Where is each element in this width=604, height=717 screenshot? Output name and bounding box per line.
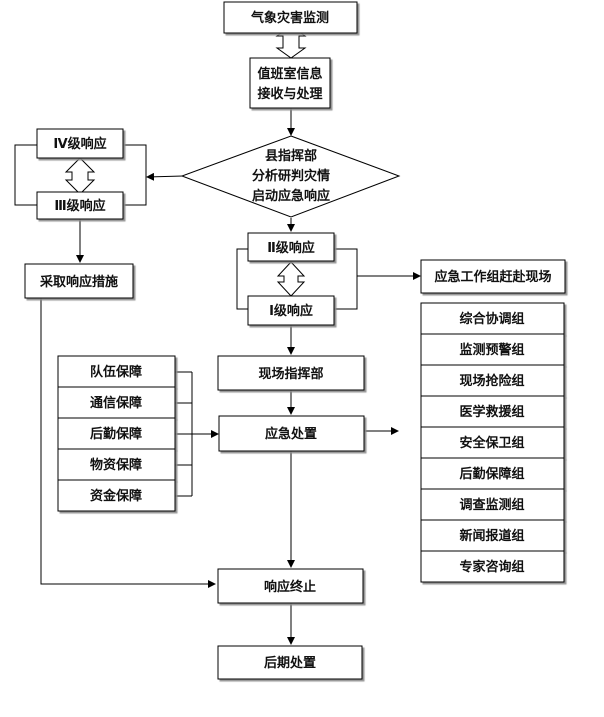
node-aftermath: 后期处置 [217,645,363,680]
node-level2: Ⅱ级响应 [247,232,335,262]
support-item-label: 物资保障 [90,457,142,473]
group-item-label: 后勤保障组 [459,466,524,482]
node-take-measures-label: 采取响应措施 [39,274,118,290]
group-item: 医学救援组 [420,395,565,428]
node-emergency-handling: 应急处置 [218,415,365,452]
node-county-hq-line3: 启动应急响应 [252,188,330,204]
node-work-team-label: 应急工作组赶赴现场 [434,269,551,285]
node-duty-office: 值班室信息 接收与处理 [249,57,331,109]
group-item-label: 新闻报道组 [459,528,524,544]
group-item: 专家咨询组 [420,550,565,583]
bracket-level21-right [334,248,358,310]
node-county-hq-line1: 县指挥部 [265,148,317,164]
node-level4-label: Ⅳ级响应 [53,136,106,152]
node-county-hq-line2: 分析研判灾情 [252,168,330,184]
node-level3-label: Ⅲ级响应 [54,198,105,214]
bracket-level43-left [14,144,37,206]
node-duty-office-line1: 值班室信息 [257,66,322,82]
support-item-label: 队伍保障 [90,364,142,380]
node-work-team: 应急工作组赶赴现场 [420,259,566,294]
support-bracket [175,371,193,497]
group-item: 新闻报道组 [420,519,565,552]
support-item-label: 资金保障 [90,488,142,504]
group-item-label: 调查监测组 [459,497,524,513]
support-item: 物资保障 [57,448,176,481]
group-item: 综合协调组 [420,302,565,335]
support-item: 后勤保障 [57,417,176,450]
node-level2-label: Ⅱ级响应 [267,240,315,256]
node-field-hq: 现场指挥部 [217,355,365,391]
double-arrow-level43 [64,157,96,195]
node-response-end: 响应终止 [217,568,364,604]
node-take-measures: 采取响应措施 [24,263,134,299]
node-duty-office-line2: 接收与处理 [257,86,322,102]
arrow-diamond-to-level43 [146,172,184,181]
node-emergency-handling-label: 应急处置 [265,426,317,442]
support-item: 资金保障 [57,479,176,512]
node-weather-monitor-label: 气象灾害监测 [251,10,329,26]
connectors [14,25,421,645]
node-level1: Ⅰ级响应 [247,295,335,326]
group-item-label: 综合协调组 [459,311,524,327]
node-county-hq-decision: 县指挥部 分析研判灾情 启动应急响应 [180,135,401,218]
group-item-label: 监测预警组 [459,342,524,358]
node-level1-label: Ⅰ级响应 [269,303,313,319]
node-level4: Ⅳ级响应 [36,128,124,159]
group-item-label: 专家咨询组 [459,559,524,575]
group-item-label: 医学救援组 [459,404,524,420]
support-item: 通信保障 [57,386,176,419]
group-item: 调查监测组 [420,488,565,521]
double-arrow-level21 [276,261,306,297]
group-item: 后勤保障组 [420,457,565,490]
node-field-hq-label: 现场指挥部 [258,366,323,382]
group-item: 监测预警组 [420,333,565,366]
group-item: 安全保卫组 [420,426,565,459]
support-item-label: 后勤保障 [90,426,142,442]
group-item-label: 安全保卫组 [459,435,524,451]
group-item: 现场抢险组 [420,364,565,397]
bracket-level43-right [124,144,147,206]
support-item: 队伍保障 [57,355,176,388]
node-weather-monitor: 气象灾害监测 [223,1,358,34]
bracket-level21-left [236,248,248,310]
arrow-measures-to-end [40,298,216,588]
group-list: 综合协调组 监测预警组 现场抢险组 医学救援组 安全保卫组 后勤保障组 调查监测… [420,302,565,583]
group-item-label: 现场抢险组 [459,373,524,389]
node-level3: Ⅲ级响应 [36,191,124,220]
support-list: 队伍保障 通信保障 后勤保障 物资保障 资金保障 [57,355,176,512]
node-response-end-label: 响应终止 [264,579,316,595]
node-aftermath-label: 后期处置 [264,655,316,671]
support-item-label: 通信保障 [90,395,142,411]
